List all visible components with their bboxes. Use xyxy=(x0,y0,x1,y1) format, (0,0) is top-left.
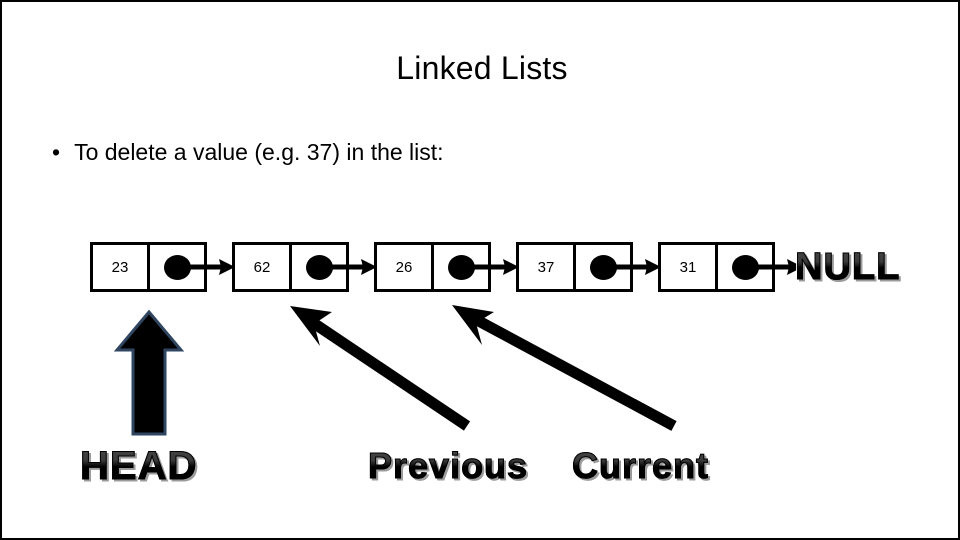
next-arrow-icon xyxy=(463,242,519,292)
bullet-marker-icon: • xyxy=(52,139,61,165)
linked-list-chain: 23 62 26 xyxy=(90,242,803,292)
bullet-item-label: To delete a value (e.g. 37) in the list: xyxy=(74,139,444,165)
next-arrow-icon xyxy=(747,242,803,292)
null-terminator-label: NULL xyxy=(794,246,901,289)
next-arrow-icon xyxy=(605,242,661,292)
current-pointer-arrow-icon xyxy=(452,305,677,431)
previous-label: Previous xyxy=(367,445,529,487)
arrow-up-block-icon xyxy=(113,309,185,436)
head-label: HEAD xyxy=(79,444,198,489)
list-node[interactable]: 26 xyxy=(374,242,491,292)
node-value: 23 xyxy=(93,245,150,289)
next-arrow-icon xyxy=(179,242,235,292)
node-value: 62 xyxy=(235,245,292,289)
bullet-list-item: • To delete a value (e.g. 37) in the lis… xyxy=(52,135,444,169)
node-value: 31 xyxy=(661,245,718,289)
current-label: Current xyxy=(571,445,710,487)
previous-pointer-arrow-icon xyxy=(290,306,471,431)
next-arrow-icon xyxy=(321,242,377,292)
node-value: 26 xyxy=(377,245,434,289)
page-title: Linked Lists xyxy=(396,50,568,86)
node-value: 37 xyxy=(519,245,576,289)
